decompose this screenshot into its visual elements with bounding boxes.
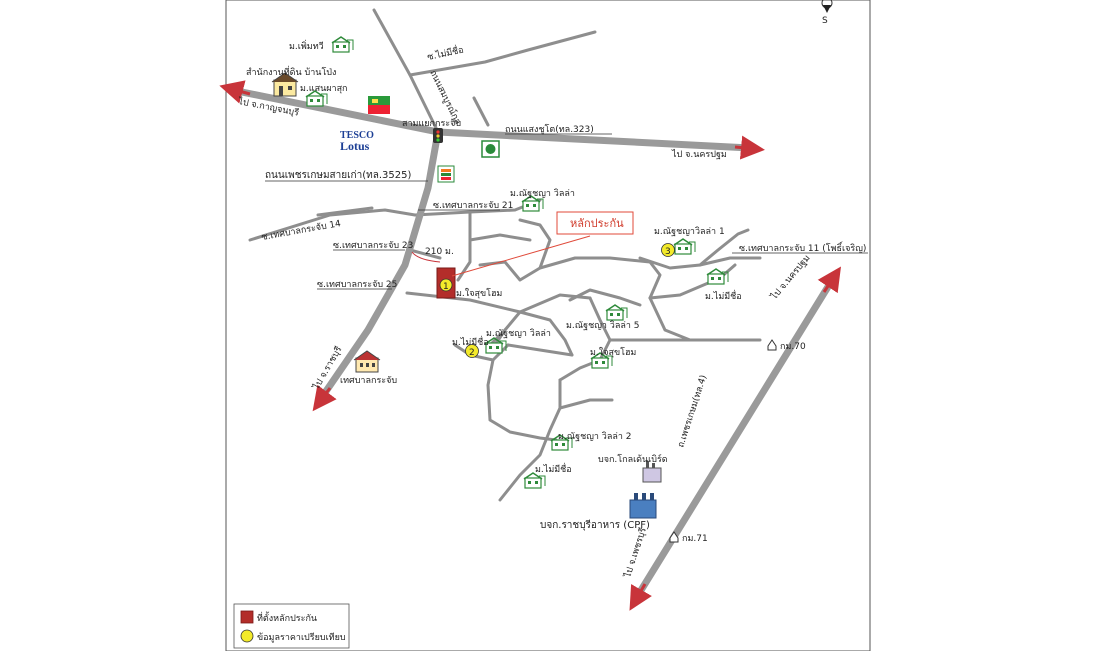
- road-label-soi-21: ซ.เทศบาลกระจับ 21: [433, 201, 513, 211]
- place-saen-phasuk: ม.แสนผาสุก: [300, 84, 348, 94]
- compass-icon: S: [821, 0, 833, 26]
- place-no-name-bottom: ม.ไม่มีชื่อ: [535, 462, 572, 475]
- land-office-building-icon: [271, 72, 299, 97]
- road-label-soi-23: ซ.เทศบาลกระจับ 23: [333, 241, 413, 251]
- legend-collateral-label: ที่ตั้งหลักประกัน: [257, 611, 317, 624]
- road-label-soi-25: ซ.เทศบาลกระจับ 25: [317, 280, 397, 290]
- road-label-to-nakhon-pathom-top: ไป จ.นครปฐม: [671, 149, 727, 160]
- place-nattha-villa-mid: ม.ณัฐชญา วิลล่า: [486, 328, 551, 339]
- place-nattha-villa-top: ม.ณัฐชญา วิลล่า: [510, 188, 575, 199]
- place-chaisuk-home-2: ม.ใจสุขโฮม: [590, 347, 636, 358]
- km70-marker-icon: [767, 339, 777, 351]
- legend-comparable-swatch: [240, 629, 254, 643]
- road-label-soi-11: ซ.เทศบาลกระจับ 11 (โพธิ์เจริญ): [739, 241, 866, 254]
- place-phoem-thawi: ม.เพิ่มทวี: [289, 39, 324, 52]
- minor-roads: [248, 8, 762, 502]
- comparable-marker-2: 2: [465, 344, 479, 358]
- place-ratchaburi-food: บจก.ราชบุรีอาหาร (CPF): [540, 519, 650, 531]
- cpf-factory-icon: [629, 493, 657, 519]
- place-no-name-left: ม.ไม่มีชื่อ: [452, 335, 489, 348]
- tesco-logo-line1: TESCO: [340, 130, 374, 141]
- major-roads: [228, 86, 838, 604]
- distance-label: 210 ม.: [425, 247, 454, 257]
- place-nattha-villa-5: ม.ณัฐชญา วิลล่า 5: [566, 320, 640, 331]
- callout-label: หลักประกัน: [570, 217, 624, 230]
- ptt-station-icon: [481, 140, 500, 158]
- traffic-light-icon: [433, 128, 443, 143]
- road-label-saeng-chuto: ถนนแสงชูโต(ทล.323): [505, 124, 594, 135]
- road-label-phetkasem-old: ถนนเพชรเกษมสายเก่า(ทล.3525): [265, 170, 411, 181]
- comparable-marker-2-number: 2: [469, 348, 475, 358]
- tesco-logo-line2: Lotus: [340, 139, 370, 153]
- comparable-marker-3: 3: [661, 243, 675, 257]
- callout-line: [451, 235, 591, 277]
- compass-south-label: S: [822, 16, 828, 26]
- place-golden-bird: บจก.โกลเด้นเบิร์ด: [598, 453, 668, 465]
- factory-icon: [642, 461, 662, 483]
- collateral-marker-number: 1: [443, 282, 449, 292]
- municipality-building-icon: [353, 350, 381, 373]
- place-chaisuk-home: ม.ใจสุขโฮม: [456, 288, 502, 299]
- collateral-marker: 1: [436, 267, 456, 299]
- direction-arrows: [219, 80, 841, 611]
- distance-bracket: [411, 251, 441, 263]
- road-label-junction: สามแยกกระจับ: [402, 119, 461, 129]
- comparable-marker-3-number: 3: [665, 247, 671, 257]
- tesco-lotus-logo-icon: TESCO Lotus: [340, 130, 374, 153]
- place-municipality: เทศบาลกระจับ: [340, 376, 397, 386]
- place-nattha-villa-2: ม.ณัฐชญา วิลล่า 2: [558, 431, 632, 442]
- place-km70: กม.70: [780, 342, 806, 352]
- place-no-name-right: ม.ไม่มีชื่อ: [705, 289, 742, 302]
- km71-marker-icon: [669, 531, 679, 543]
- legend: ที่ตั้งหลักประกัน ข้อมูลราคาเปรียบเทียบ: [233, 603, 350, 649]
- place-land-office: สำนักงานที่ดิน บ้านโป่ง: [246, 65, 336, 78]
- place-nattha-villa-1: ม.ณัฐชญาวิลล่า 1: [654, 226, 725, 237]
- legend-comparable-label: ข้อมูลราคาเปรียบเทียบ: [257, 632, 346, 643]
- big-c-logo-icon: [368, 96, 390, 114]
- place-km71: กม.71: [682, 534, 708, 544]
- callout-box: [556, 211, 634, 235]
- legend-collateral-swatch: [240, 610, 254, 624]
- seven-eleven-icon: [437, 165, 455, 183]
